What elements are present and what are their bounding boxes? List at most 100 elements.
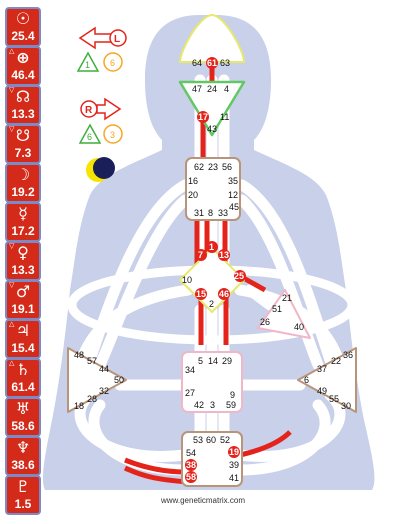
planet-value: 46.4 xyxy=(11,68,35,82)
planet-value: 19.1 xyxy=(11,302,35,316)
gate-9: 9 xyxy=(230,390,235,400)
planet-badge: ☽19.2 xyxy=(5,163,41,203)
gate-58: 58 xyxy=(186,472,196,482)
planet-symbol-icon: ♆ xyxy=(15,438,31,457)
planet-badge: △⊕46.4 xyxy=(5,46,41,86)
planet-symbol-icon: ♅ xyxy=(15,399,31,418)
gate-48: 48 xyxy=(74,350,84,360)
planet-symbol-icon: ♇ xyxy=(15,477,31,496)
gate-53: 53 xyxy=(193,435,203,445)
planet-marker: ▽ xyxy=(9,282,15,289)
solar-plexus-center xyxy=(297,347,357,413)
gate-27: 27 xyxy=(185,388,195,398)
gate-64: 64 xyxy=(192,58,202,68)
gate-13: 13 xyxy=(219,250,229,260)
gate-41: 41 xyxy=(229,473,239,483)
gate-40: 40 xyxy=(294,322,304,332)
gate-7: 7 xyxy=(198,250,203,260)
gate-55: 55 xyxy=(329,394,339,404)
planet-badge: ☿17.2 xyxy=(5,202,41,242)
variable-top-right: 6 xyxy=(110,58,115,68)
gate-54: 54 xyxy=(186,448,196,458)
gate-36: 36 xyxy=(343,350,353,360)
planet-marker: △ xyxy=(9,321,15,328)
planet-badge: ♅58.6 xyxy=(5,397,41,437)
planet-value: 7.3 xyxy=(14,146,32,160)
heart-center xyxy=(257,289,311,339)
gate-37: 37 xyxy=(317,364,327,374)
gate-14: 14 xyxy=(208,356,218,366)
gate-46: 46 xyxy=(219,289,229,299)
gate-34: 34 xyxy=(185,365,195,375)
gate-57: 57 xyxy=(87,356,97,366)
root-center xyxy=(181,431,243,487)
planet-symbol-icon: ♃ xyxy=(15,321,31,340)
gate-3: 3 xyxy=(210,400,215,410)
planet-value: 15.4 xyxy=(11,341,35,355)
planet-symbol-icon: ♄ xyxy=(15,360,31,379)
variable-top-arrow-label: L xyxy=(114,34,120,45)
variable-bottom-right: 3 xyxy=(110,130,115,140)
gate-60: 60 xyxy=(206,435,216,445)
ajna-center xyxy=(178,80,246,137)
gate-22: 22 xyxy=(331,356,341,366)
gate-33: 33 xyxy=(218,208,228,218)
gate-49: 49 xyxy=(317,386,327,396)
gate-26: 26 xyxy=(260,317,270,327)
gate-50: 50 xyxy=(114,375,124,385)
moon-icon xyxy=(86,157,115,182)
planet-symbol-icon: ☿ xyxy=(18,204,28,223)
sacral-center xyxy=(181,351,243,413)
gate-62: 62 xyxy=(194,162,204,172)
throat-center xyxy=(185,157,241,221)
gate-52: 52 xyxy=(220,435,230,445)
variable-top: L 1 6 xyxy=(76,26,127,72)
gate-44: 44 xyxy=(99,364,109,374)
spleen-center xyxy=(67,347,127,413)
planet-marker: ▽ xyxy=(9,243,15,250)
gate-28: 28 xyxy=(87,394,97,404)
planet-value: 25.4 xyxy=(11,29,35,43)
variable-bottom-left: 6 xyxy=(87,132,92,142)
planet-symbol-icon: ♂ xyxy=(15,282,31,301)
planet-value: 19.2 xyxy=(11,185,35,199)
gate-labels: 64 61 63 47 24 4 17 11 43 62 23 56 16 35… xyxy=(74,58,353,483)
gate-25: 25 xyxy=(234,271,244,281)
variable-bottom-arrow-label: R xyxy=(85,105,93,116)
gate-42: 42 xyxy=(194,400,204,410)
gate-20: 20 xyxy=(188,190,198,200)
gate-51: 51 xyxy=(272,304,282,314)
gate-6: 6 xyxy=(304,375,309,385)
gate-32: 32 xyxy=(99,386,109,396)
planet-value: 38.6 xyxy=(11,458,35,472)
variable-bottom: R 6 3 xyxy=(78,97,123,144)
planet-symbol-icon: ⊕ xyxy=(16,48,30,67)
gate-63: 63 xyxy=(220,58,230,68)
gate-61: 61 xyxy=(207,58,217,68)
gate-56: 56 xyxy=(222,162,232,172)
gate-38: 38 xyxy=(186,460,196,470)
variable-top-left: 1 xyxy=(85,60,90,70)
gate-29: 29 xyxy=(222,356,232,366)
planet-badge: ▽☋7.3 xyxy=(5,124,41,164)
planet-symbol-icon: ☋ xyxy=(15,126,31,145)
active-gate-circles xyxy=(185,57,246,483)
gate-30: 30 xyxy=(341,401,351,411)
gate-12: 12 xyxy=(228,190,238,200)
gate-35: 35 xyxy=(228,176,238,186)
gate-24: 24 xyxy=(207,84,217,94)
gate-17: 17 xyxy=(198,112,208,122)
planet-symbol-icon: ♀ xyxy=(17,243,29,262)
gate-23: 23 xyxy=(208,162,218,172)
gate-45: 45 xyxy=(229,202,239,212)
planet-badge: ▽☊13.3 xyxy=(5,85,41,125)
gate-1: 1 xyxy=(209,242,214,252)
gate-21: 21 xyxy=(282,293,292,303)
planet-value: 13.3 xyxy=(11,263,35,277)
gate-5: 5 xyxy=(198,356,203,366)
gate-18: 18 xyxy=(74,401,84,411)
planet-value: 58.6 xyxy=(11,419,35,433)
planet-marker: ▽ xyxy=(9,87,15,94)
planet-marker: △ xyxy=(9,48,15,55)
